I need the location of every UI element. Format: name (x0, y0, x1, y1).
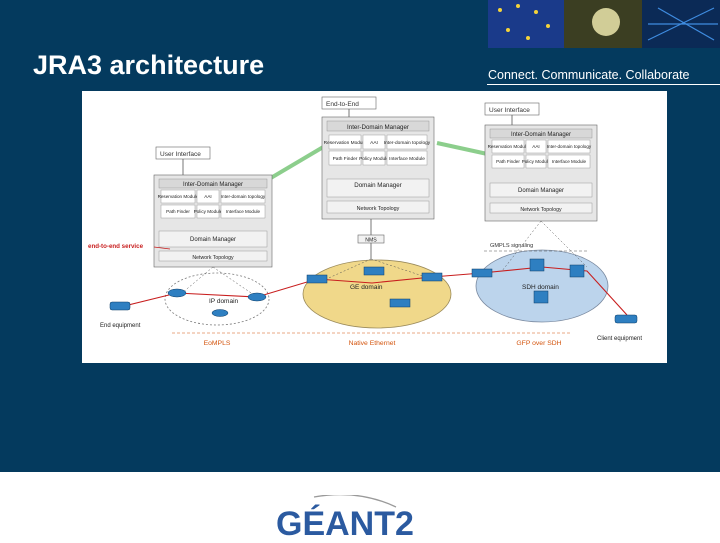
center-cell-interface: Interface Module (389, 156, 425, 162)
tech-label-sdh: GFP over SDH (516, 340, 561, 347)
center-idm-title: Inter-Domain Manager (347, 124, 409, 131)
switch-icon (389, 298, 411, 308)
switch-icon (306, 274, 328, 284)
tech-label-eompls: EoMPLS (204, 340, 231, 347)
sdh-node-icon (533, 290, 549, 304)
left-cell-aai: AAI (204, 194, 211, 199)
right-idm-stack: Inter-Domain Manager Reservation Module … (484, 124, 598, 222)
left-idm-title: Inter-Domain Manager (183, 182, 243, 188)
center-cell-reservation: Reservation Module (324, 140, 367, 146)
ethernet-domain-label: GE domain (350, 284, 383, 291)
right-cell-pathfinder: Path Finder (496, 159, 520, 164)
center-cell-topology: Inter-domain topology (384, 140, 431, 146)
sdh-domain-label: SDH domain (522, 284, 559, 291)
left-cell-pathfinder: Path Finder (166, 209, 190, 214)
center-sub-label: Network Topology (357, 206, 400, 212)
tagline-divider (487, 84, 720, 85)
left-cell-interface: Interface Module (226, 209, 261, 214)
center-idm-stack: Inter-Domain Manager Reservation Module … (321, 116, 435, 220)
left-cell-reservation: Reservation Module (158, 194, 199, 199)
right-cell-reservation: Reservation Module (488, 144, 529, 149)
center-cell-aai: AAI (370, 140, 378, 146)
right-cell-interface: Interface Module (552, 159, 587, 164)
router-icon (167, 288, 187, 298)
gmpls-label: GMPLS signaling (490, 243, 533, 249)
left-dm-label: Domain Manager (190, 237, 236, 243)
tagline: Connect. Communicate. Collaborate (488, 68, 690, 82)
left-interface-label: User Interface (160, 151, 201, 158)
ip-domain-cloud (164, 272, 270, 326)
architecture-diagram: User Interface End-to-End User Interface… (82, 91, 667, 363)
geant2-logo: GÉANT2 (276, 495, 414, 543)
router-icon (109, 301, 131, 311)
ethernet-domain-cloud (302, 259, 452, 329)
tech-label-ethernet: Native Ethernet (349, 340, 396, 347)
end-equipment-right: Client equipment (597, 336, 642, 342)
nms-label: NMS (365, 238, 377, 244)
right-cell-topology: Inter-domain topology (547, 144, 592, 149)
right-idm-title: Inter-Domain Manager (511, 132, 571, 138)
left-cell-policy: Policy Module (194, 209, 223, 214)
right-dm-label: Domain Manager (518, 188, 564, 194)
left-cell-topology: Inter-domain topology (221, 194, 266, 199)
right-cell-policy: Policy Module (522, 159, 551, 164)
header-photo-strip (488, 0, 720, 48)
switch-icon (421, 272, 443, 282)
top-interface-label: End-to-End (326, 101, 359, 108)
left-sub-label: Network Topology (192, 255, 234, 261)
ip-domain-label: IP domain (209, 298, 239, 305)
slide-footer (0, 472, 720, 540)
svg-text:GÉANT2: GÉANT2 (276, 505, 414, 543)
switch-icon (471, 268, 493, 278)
left-idm-stack: Inter-Domain Manager Reservation Module … (153, 174, 273, 268)
center-cell-policy: Policy Module (359, 156, 389, 162)
right-sub-label: Network Topology (520, 207, 562, 213)
sdh-node-icon (569, 264, 585, 278)
end-to-end-path (119, 266, 628, 316)
router-icon (211, 309, 229, 317)
switch-icon (363, 266, 385, 276)
e2e-service-label: end-to-end service (88, 243, 144, 250)
center-cell-pathfinder: Path Finder (333, 156, 358, 162)
sdh-node-icon (529, 258, 545, 272)
right-cell-aai: AAI (532, 144, 539, 149)
end-equipment-left: End equipment (100, 323, 141, 329)
center-dm-label: Domain Manager (354, 182, 401, 189)
switch-icon (614, 314, 638, 324)
link-center-to-right (436, 141, 493, 157)
router-icon (247, 292, 267, 302)
right-interface-label: User Interface (489, 107, 530, 114)
slide-title: JRA3 architecture (33, 50, 265, 80)
